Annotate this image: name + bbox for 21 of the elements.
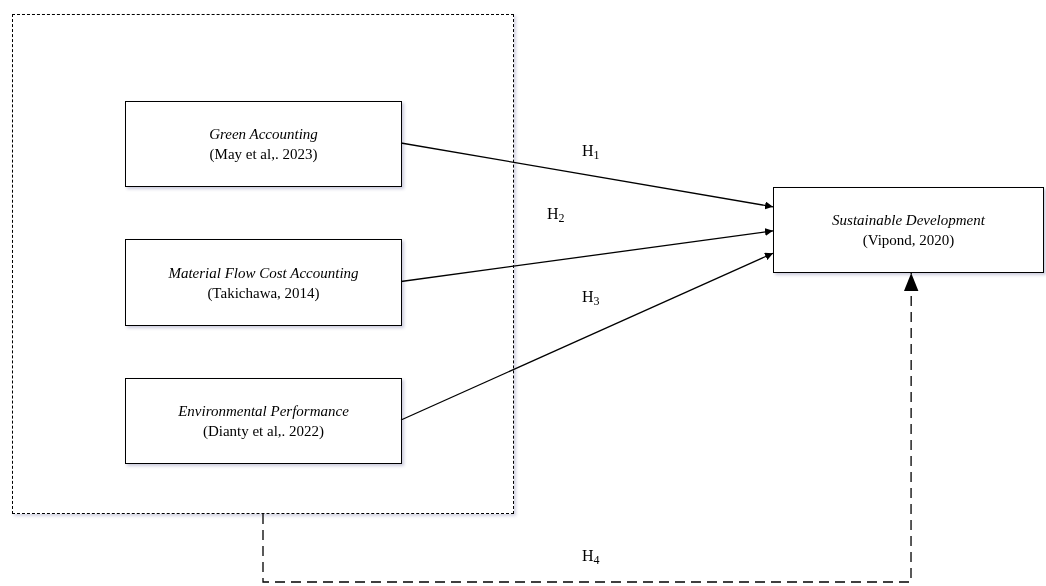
dashed-group-box [12, 14, 514, 514]
variable-name: Material Flow Cost Accounting [168, 263, 359, 283]
variable-box [125, 378, 402, 464]
arrow [400, 228, 774, 283]
citation: (Takichawa, 2014) [207, 283, 320, 303]
dashed-arrow [262, 272, 919, 583]
variable-box [125, 239, 402, 326]
edge-label: H$_{3}$ [580, 288, 602, 306]
edge-label: H$_{2}$ [545, 205, 567, 223]
variable-box [773, 187, 1044, 273]
edge-label: H$_{1}$ [580, 142, 602, 160]
citation: (Dianty et al,. 2022) [202, 422, 325, 441]
edge-label: H$_{4}$ [580, 547, 602, 565]
citation: (May et al,. 2023) [209, 145, 318, 164]
variable-name: Environmental Performance [178, 402, 349, 421]
variable-name: Green Accounting [209, 125, 318, 144]
citation: (Vipond, 2020) [862, 231, 955, 250]
variable-name: Sustainable Development [832, 211, 985, 230]
variable-box [125, 101, 402, 187]
arrow [400, 252, 774, 421]
arrow [400, 142, 774, 210]
